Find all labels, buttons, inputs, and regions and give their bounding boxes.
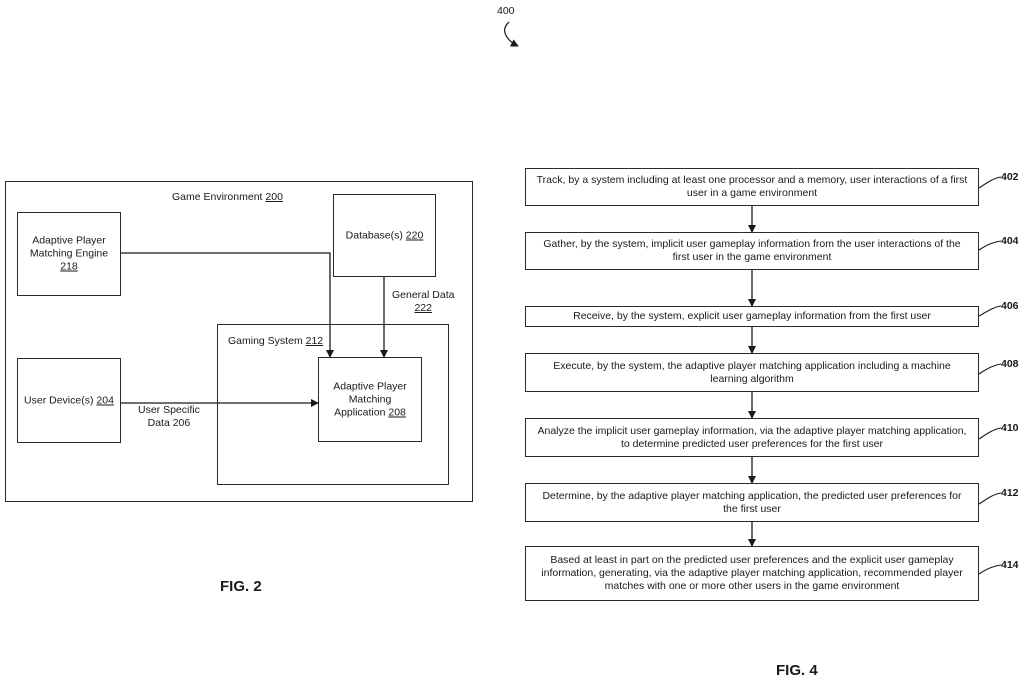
- gaming-system-ref: 212: [306, 335, 324, 347]
- leader-406: [979, 306, 1001, 316]
- step-number-402: 402: [1001, 171, 1019, 183]
- user-data-line2: Data 206: [138, 417, 200, 430]
- figure-4-caption: FIG. 4: [776, 662, 818, 679]
- general-data-text: General Data: [392, 289, 454, 302]
- leader-404: [979, 241, 1001, 250]
- database-label: Database(s): [346, 229, 403, 241]
- step-box-406: Receive, by the system, explicit user ga…: [525, 306, 979, 327]
- gaming-system-text: Gaming System: [228, 335, 303, 347]
- step-box-414: Based at least in part on the predicted …: [525, 546, 979, 601]
- step-box-408: Execute, by the system, the adaptive pla…: [525, 353, 979, 392]
- step-number-408: 408: [1001, 358, 1019, 370]
- game-environment-label: Game Environment 200: [172, 191, 283, 204]
- adaptive-engine-line1: Adaptive Player: [22, 235, 116, 248]
- user-device-label: User Device(s): [24, 394, 93, 406]
- application-line3: Application: [334, 406, 385, 418]
- database-ref: 220: [406, 229, 424, 241]
- step-number-406: 406: [1001, 300, 1019, 312]
- step-box-410: Analyze the implicit user gameplay infor…: [525, 418, 979, 457]
- general-data-label: General Data 222: [392, 289, 454, 315]
- step-box-412: Determine, by the adaptive player matchi…: [525, 483, 979, 522]
- adaptive-engine-line2: Matching Engine: [30, 248, 108, 260]
- figure-4-ref: 400: [497, 5, 515, 18]
- user-device-ref: 204: [96, 394, 114, 406]
- step-number-404: 404: [1001, 235, 1019, 247]
- database-box: Database(s) 220: [333, 194, 436, 277]
- game-environment-ref: 200: [265, 191, 283, 203]
- step-number-414: 414: [1001, 559, 1019, 571]
- application-box: Adaptive Player Matching Application 208: [318, 357, 422, 442]
- leader-414: [979, 565, 1001, 574]
- figure-4-reference-arrow: [505, 22, 518, 46]
- application-line2: Matching: [323, 393, 417, 406]
- adaptive-engine-ref: 218: [60, 261, 78, 273]
- leader-402: [979, 177, 1001, 188]
- application-ref: 208: [388, 406, 406, 418]
- user-device-box: User Device(s) 204: [17, 358, 121, 443]
- application-line1: Adaptive Player: [323, 380, 417, 393]
- user-specific-data-label: User Specific Data 206: [138, 404, 200, 430]
- adaptive-engine-box: Adaptive Player Matching Engine 218: [17, 212, 121, 296]
- step-box-402: Track, by a system including at least on…: [525, 168, 979, 206]
- figure-2-caption: FIG. 2: [220, 578, 262, 595]
- gaming-system-label: Gaming System 212: [228, 335, 323, 348]
- game-environment-text: Game Environment: [172, 191, 262, 203]
- step-number-410: 410: [1001, 422, 1019, 434]
- leader-408: [979, 364, 1001, 374]
- leader-412: [979, 493, 1001, 504]
- leader-410: [979, 428, 1001, 439]
- user-data-line1: User Specific: [138, 404, 200, 417]
- step-number-leaders: [979, 177, 1001, 574]
- general-data-ref: 222: [392, 302, 454, 315]
- step-number-412: 412: [1001, 487, 1019, 499]
- step-box-404: Gather, by the system, implicit user gam…: [525, 232, 979, 270]
